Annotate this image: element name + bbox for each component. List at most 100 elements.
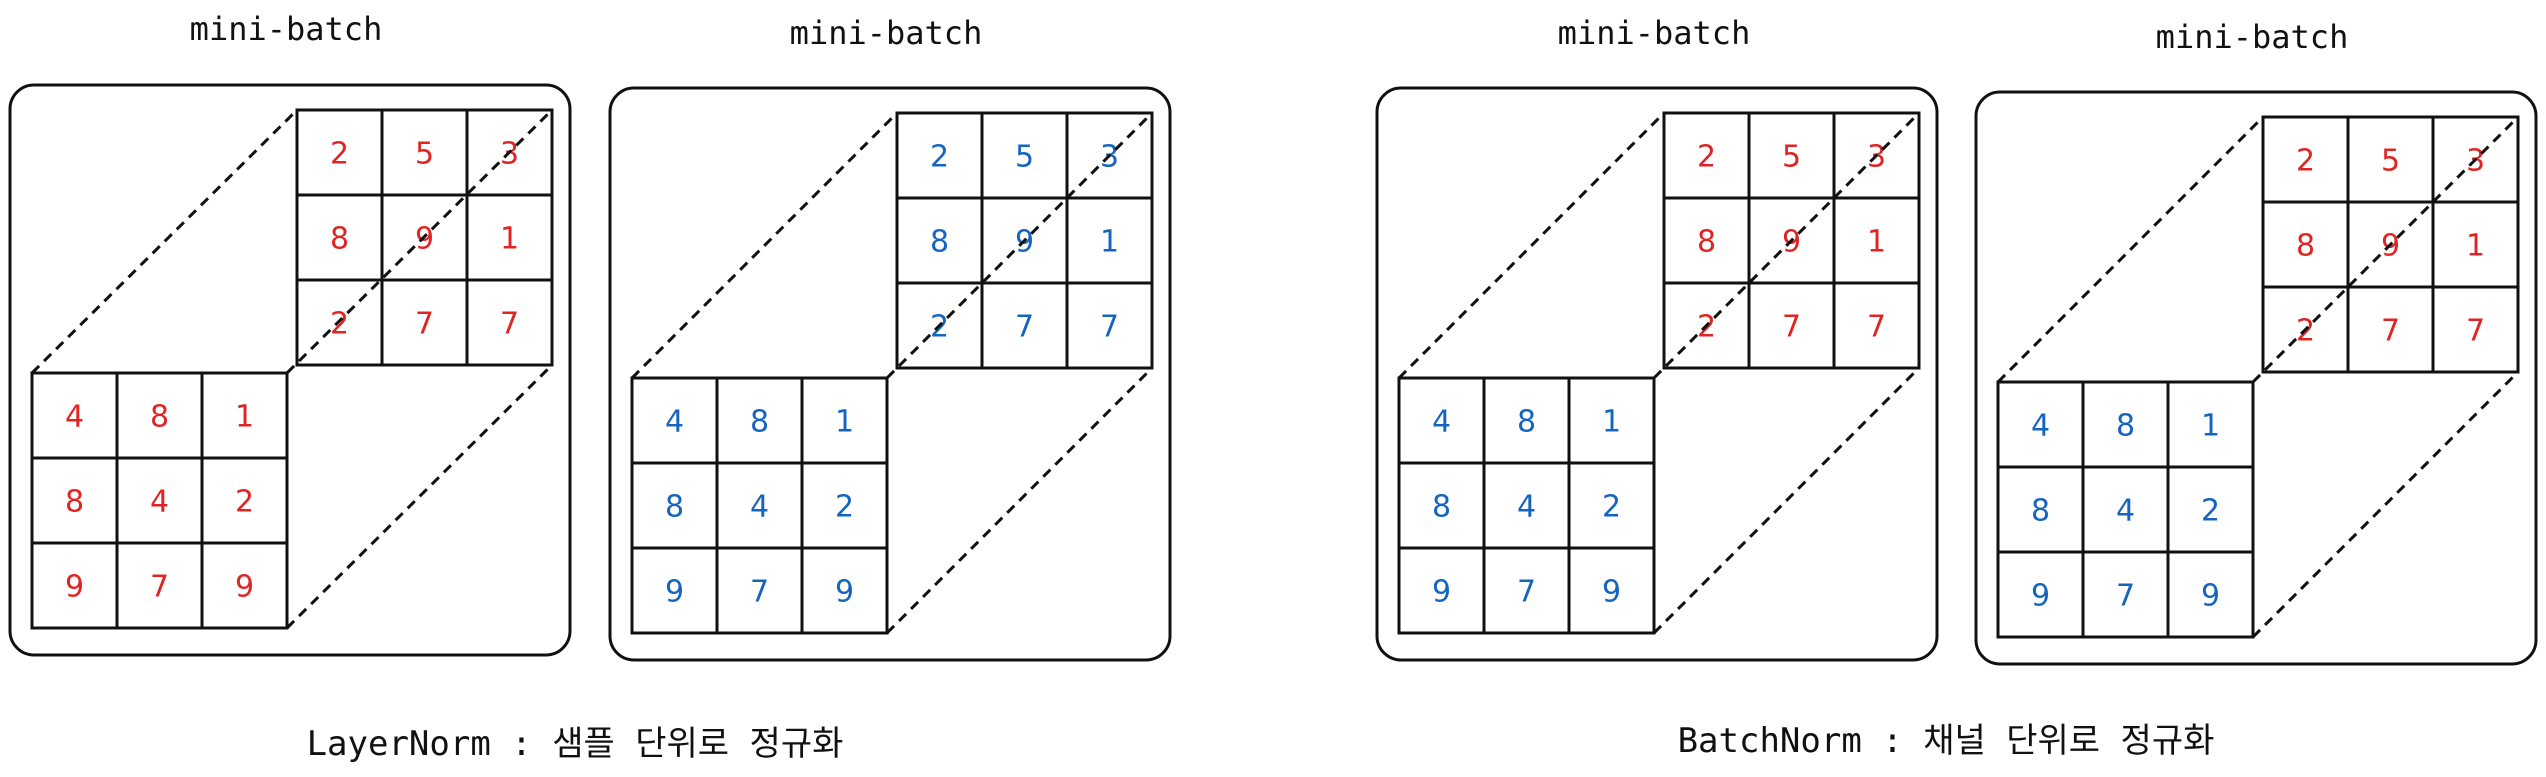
front-grid-value: 1	[835, 405, 854, 440]
back-grid-value: 8	[330, 222, 349, 257]
connector-top-left	[1397, 111, 1666, 380]
front-grid-value: 9	[2201, 579, 2220, 614]
batchnorm-section: mini-batch 253891277481842979 mini-batch…	[1375, 14, 2538, 761]
connector-top-left	[1996, 115, 2265, 384]
front-grid-value: 7	[2116, 579, 2135, 614]
front-grid-value: 2	[835, 490, 854, 525]
front-grid-value: 2	[2201, 494, 2220, 529]
mini-batch-panel-4: 253891277481842979	[1974, 90, 2538, 666]
batchnorm-caption: BatchNorm : 채널 단위로 정규화	[1678, 721, 2215, 761]
front-grid-cell	[1567, 546, 1656, 635]
front-grid-value: 1	[2201, 409, 2220, 444]
front-grid-background	[632, 378, 887, 633]
back-grid-value: 1	[1867, 225, 1886, 260]
connector-top-right	[885, 111, 1154, 380]
front-grid-value: 9	[1602, 575, 1621, 610]
mini-batch-title-4: mini-batch	[2156, 18, 2349, 56]
back-grid-value: 2	[1697, 140, 1716, 175]
back-grid-value: 2	[330, 307, 349, 342]
front-grid-value: 9	[665, 575, 684, 610]
back-grid-value: 7	[2381, 314, 2400, 349]
connector-bottom-right	[885, 366, 1154, 635]
back-grid-value: 7	[1100, 310, 1119, 345]
front-grid-value: 4	[750, 490, 769, 525]
front-grid-value: 9	[2031, 579, 2050, 614]
front-grid-value: 2	[235, 485, 254, 520]
connector-top-right	[285, 108, 554, 375]
front-grid-value: 8	[1517, 405, 1536, 440]
back-grid-value: 1	[1100, 225, 1119, 260]
back-grid-value: 8	[930, 225, 949, 260]
back-grid-value: 5	[415, 137, 434, 172]
front-grid-value: 8	[1432, 490, 1451, 525]
back-grid-cell	[2431, 285, 2520, 374]
mini-batch-panel-3: 253891277481842979	[1375, 86, 1939, 662]
mini-batch-title-2: mini-batch	[790, 14, 983, 52]
front-grid-value: 9	[65, 570, 84, 605]
front-grid-value: 7	[750, 575, 769, 610]
back-grid-cell	[1065, 281, 1154, 370]
front-grid-value: 9	[235, 570, 254, 605]
front-grid-value: 9	[835, 575, 854, 610]
connector-top-left	[30, 108, 299, 375]
connector-top-left	[630, 111, 899, 380]
front-grid-value: 8	[665, 490, 684, 525]
front-grid-value: 4	[150, 485, 169, 520]
front-grid-value: 8	[150, 400, 169, 435]
back-grid-value: 2	[330, 137, 349, 172]
back-grid-value: 7	[415, 307, 434, 342]
front-grid-value: 9	[1432, 575, 1451, 610]
mini-batch-frame	[1375, 86, 1939, 662]
front-grid-value: 4	[65, 400, 84, 435]
front-grid-value: 4	[2031, 409, 2050, 444]
connector-bottom-right	[285, 363, 554, 630]
front-grid-value: 4	[665, 405, 684, 440]
mini-batch-panel-1: 253891277481842979	[8, 83, 572, 657]
front-grid-background	[1998, 382, 2253, 637]
layernorm-section: mini-batch 253891277481842979 mini-batch…	[8, 10, 1172, 764]
front-grid-cell	[800, 546, 889, 635]
front-grid-value: 1	[235, 400, 254, 435]
front-grid-value: 4	[1432, 405, 1451, 440]
back-grid-value: 7	[1867, 310, 1886, 345]
front-grid-value: 8	[750, 405, 769, 440]
front-grid-background	[32, 373, 287, 628]
back-grid-value: 5	[1015, 140, 1034, 175]
front-grid-cell	[2166, 550, 2255, 639]
front-grid-value: 2	[1602, 490, 1621, 525]
back-grid-value: 7	[1015, 310, 1034, 345]
back-grid-value: 7	[2466, 314, 2485, 349]
front-grid-value: 1	[1602, 405, 1621, 440]
front-grid-value: 4	[2116, 494, 2135, 529]
back-grid-value: 2	[930, 140, 949, 175]
front-grid-value: 7	[150, 570, 169, 605]
back-grid-value: 8	[2296, 229, 2315, 264]
mini-batch-frame	[1974, 90, 2538, 666]
back-grid-value: 5	[1782, 140, 1801, 175]
back-grid-value: 1	[2466, 229, 2485, 264]
front-grid-value: 7	[1517, 575, 1536, 610]
connector-bottom-right	[1652, 366, 1921, 635]
mini-batch-panel-2: 253891277481842979	[608, 86, 1172, 662]
back-grid-value: 7	[1782, 310, 1801, 345]
front-grid-cell	[200, 541, 289, 630]
back-grid-value: 8	[1697, 225, 1716, 260]
back-grid-cell	[1832, 281, 1921, 370]
mini-batch-frame	[608, 86, 1172, 662]
back-grid-value: 9	[415, 222, 434, 257]
mini-batch-title-3: mini-batch	[1558, 14, 1751, 52]
front-grid-value: 8	[2116, 409, 2135, 444]
back-grid-value: 7	[500, 307, 519, 342]
connector-top-right	[2251, 115, 2520, 384]
back-grid-cell	[465, 278, 554, 367]
front-grid-value: 8	[2031, 494, 2050, 529]
back-grid-value: 5	[2381, 144, 2400, 179]
connector-top-right	[1652, 111, 1921, 380]
front-grid-value: 4	[1517, 490, 1536, 525]
back-grid-value: 1	[500, 222, 519, 257]
mini-batch-title-1: mini-batch	[190, 10, 383, 48]
front-grid-value: 8	[65, 485, 84, 520]
back-grid-value: 2	[2296, 144, 2315, 179]
mini-batch-frame	[8, 83, 572, 657]
